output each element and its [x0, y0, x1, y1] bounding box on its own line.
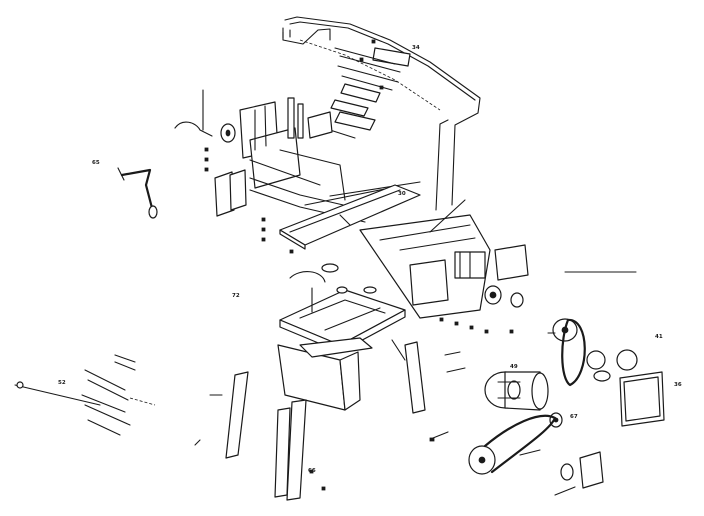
- callout-belt-guard: 41: [655, 334, 663, 340]
- callout-hardware: 52: [58, 380, 66, 386]
- planer-housing: [359, 199, 637, 319]
- belt-drive: [468, 414, 604, 496]
- upper-table-plate: [279, 184, 421, 250]
- leg-stand: [194, 337, 426, 501]
- callout-motor: 49: [510, 364, 518, 370]
- callout-pulley: 67: [570, 414, 578, 420]
- callout-belt: 36: [674, 382, 682, 388]
- top-gib-assembly: [329, 39, 411, 139]
- callout-table: 72: [232, 293, 240, 299]
- callout-upper-assembly: 34: [412, 45, 420, 51]
- hardware-set: [14, 354, 156, 436]
- motor: [484, 371, 563, 428]
- callout-main-frame: 30: [398, 191, 406, 197]
- fasteners: [204, 147, 541, 491]
- table: [279, 263, 406, 353]
- upper-frame-rod: [282, 16, 481, 211]
- callout-handle: 65: [92, 160, 100, 166]
- carriage-assembly: [174, 89, 346, 201]
- crank-handle: [117, 167, 158, 219]
- belt-guard-assembly: [547, 318, 665, 427]
